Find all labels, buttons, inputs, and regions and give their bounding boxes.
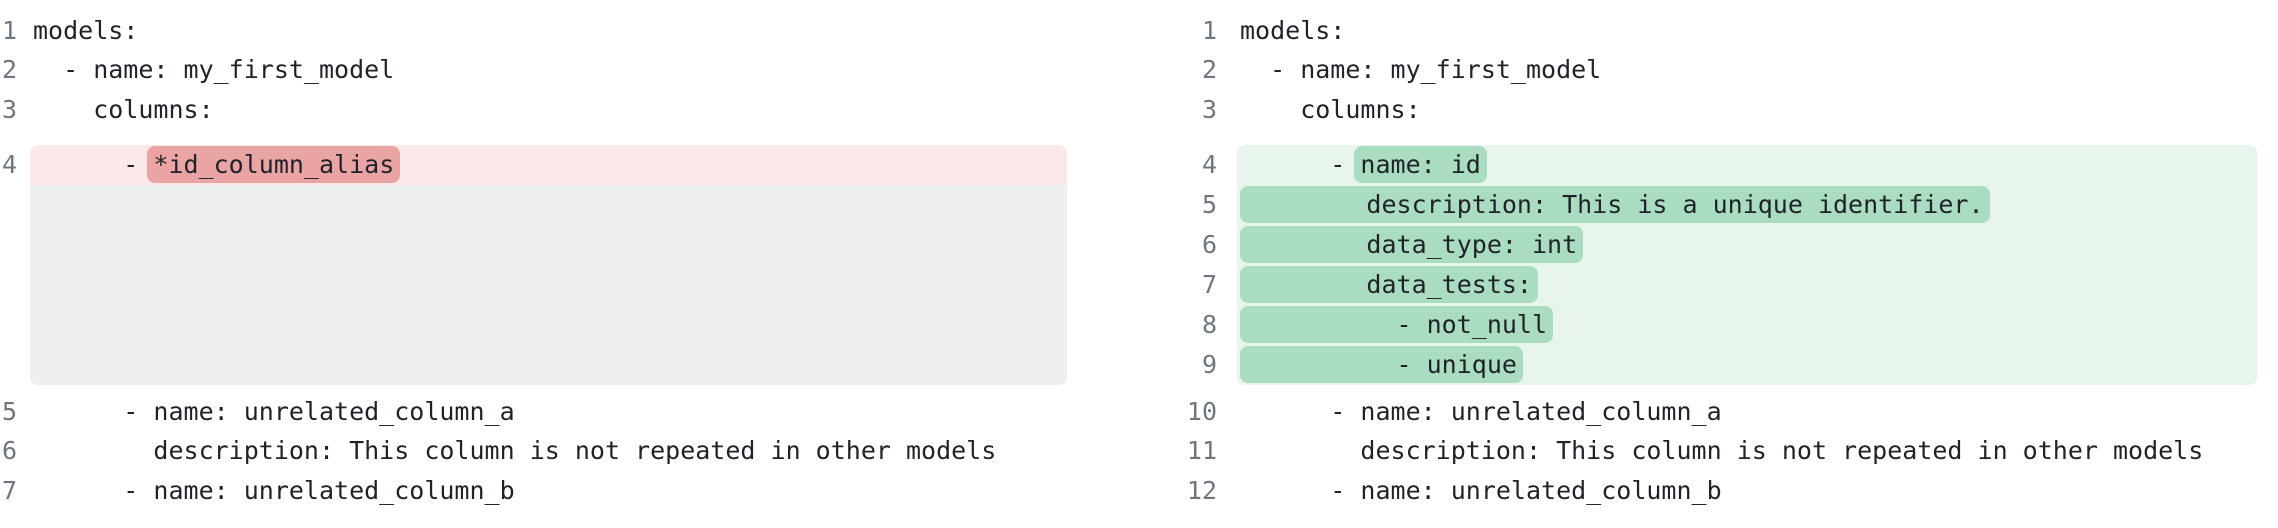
line-number: 12 [1186, 475, 1217, 505]
diff-line: 1 models: [1139, 11, 2278, 50]
code-text: - name: unrelated_column_a [33, 396, 515, 426]
diff-line: 11 description: This column is not repea… [1139, 431, 2278, 470]
code-line: data_type: int [1237, 224, 2257, 265]
line-number: 9 [1201, 349, 1217, 379]
diff-line: 3 columns: [0, 90, 1139, 129]
code-line: - name: unrelated_column_a [30, 392, 1067, 431]
diff-word-highlight: - not_null [1240, 305, 1554, 343]
diff-line: 4 - *id_column_alias [0, 144, 1139, 185]
line-number: 5 [1201, 189, 1217, 219]
line-number: 7 [1, 475, 17, 505]
line-number: 4 [1201, 149, 1217, 179]
diff-line: 2 - name: my_first_model [0, 50, 1139, 89]
line-number: 1 [1, 16, 17, 45]
code-line: description: This is a unique identifier… [1237, 184, 2257, 225]
code-line: - name: unrelated_column_a [1237, 392, 2257, 431]
line-number: 1 [1201, 16, 1217, 45]
line-number: 4 [1, 149, 17, 179]
code-line: description: This column is not repeated… [1237, 431, 2257, 470]
diff-line: 6 data_type: int [1139, 224, 2278, 265]
diff-line: 2 - name: my_first_model [1139, 50, 2278, 89]
code-line: - name: id [1237, 144, 2257, 185]
line-number: 6 [1201, 229, 1217, 259]
collapsed-region-row [0, 184, 1139, 385]
code-text: - name: my_first_model [1240, 55, 1602, 85]
line-number: 7 [1201, 269, 1217, 299]
code-line: models: [30, 11, 1067, 50]
line-number: 5 [1, 396, 17, 426]
code-text: - name: unrelated_column_a [1240, 396, 1722, 426]
diff-line: 5 - name: unrelated_column_a [0, 392, 1139, 431]
diff-word-highlight: - unique [1240, 345, 1523, 383]
code-text: models: [1240, 16, 1346, 45]
line-number: 3 [1201, 94, 1217, 124]
code-text: columns: [33, 94, 214, 124]
diff-word-highlight: data_tests: [1240, 265, 1538, 303]
code-line: - unique [1237, 344, 2257, 385]
code-line: columns: [1237, 90, 2257, 129]
diff-line: 4 - name: id [1139, 144, 2278, 185]
code-line: - name: unrelated_column_b [30, 471, 1067, 510]
diff-word-highlight: data_type: int [1240, 225, 1584, 263]
diff-word-highlight: name: id [1354, 145, 1487, 183]
code-text: - name: my_first_model [33, 55, 395, 85]
line-number: 11 [1186, 436, 1217, 466]
code-text: - name: unrelated_column_b [1240, 475, 1722, 505]
diff-line: 7 - name: unrelated_column_b [0, 471, 1139, 510]
code-text: - name: unrelated_column_b [33, 475, 515, 505]
code-line: - name: my_first_model [1237, 50, 2257, 89]
code-line: - not_null [1237, 304, 2257, 345]
diff-line: 9 - unique [1139, 344, 2278, 385]
diff-line: 1 models: [0, 11, 1139, 50]
code-text: description: This column is not repeated… [33, 436, 997, 466]
line-number: 8 [1201, 309, 1217, 339]
diff-line: 8 - not_null [1139, 304, 2278, 345]
line-number: 2 [1, 55, 17, 85]
code-text: description: This column is not repeated… [1240, 436, 2204, 466]
diff-line: 3 columns: [1139, 90, 2278, 129]
diff-line: 7 data_tests: [1139, 264, 2278, 305]
code-text: - [1240, 149, 1361, 179]
code-line: data_tests: [1237, 264, 2257, 305]
code-line: columns: [30, 90, 1067, 129]
code-text: - [33, 149, 154, 179]
diff-line: 5 description: This is a unique identifi… [1139, 184, 2278, 225]
code-text: models: [33, 16, 139, 45]
code-text: columns: [1240, 94, 1421, 124]
code-line: - name: unrelated_column_b [1237, 471, 2257, 510]
diff-line: 6 description: This column is not repeat… [0, 431, 1139, 470]
diff-change-block: 4 - *id_column_alias [0, 144, 1139, 385]
line-number: 2 [1201, 55, 1217, 85]
line-number [0, 185, 17, 385]
diff-line: 10 - name: unrelated_column_a [1139, 392, 2278, 431]
code-line: models: [1237, 11, 2257, 50]
line-number: 3 [1, 94, 17, 124]
diff-line: 12 - name: unrelated_column_b [1139, 471, 2278, 510]
collapsed-placeholder [30, 184, 1067, 385]
code-line: - name: my_first_model [30, 50, 1067, 89]
diff-word-highlight: description: This is a unique identifier… [1240, 185, 1990, 223]
code-line: - *id_column_alias [30, 144, 1067, 185]
line-number: 10 [1186, 396, 1217, 426]
code-line: description: This column is not repeated… [30, 431, 1067, 470]
line-number: 6 [1, 436, 17, 466]
diff-word-highlight: *id_column_alias [147, 145, 401, 183]
